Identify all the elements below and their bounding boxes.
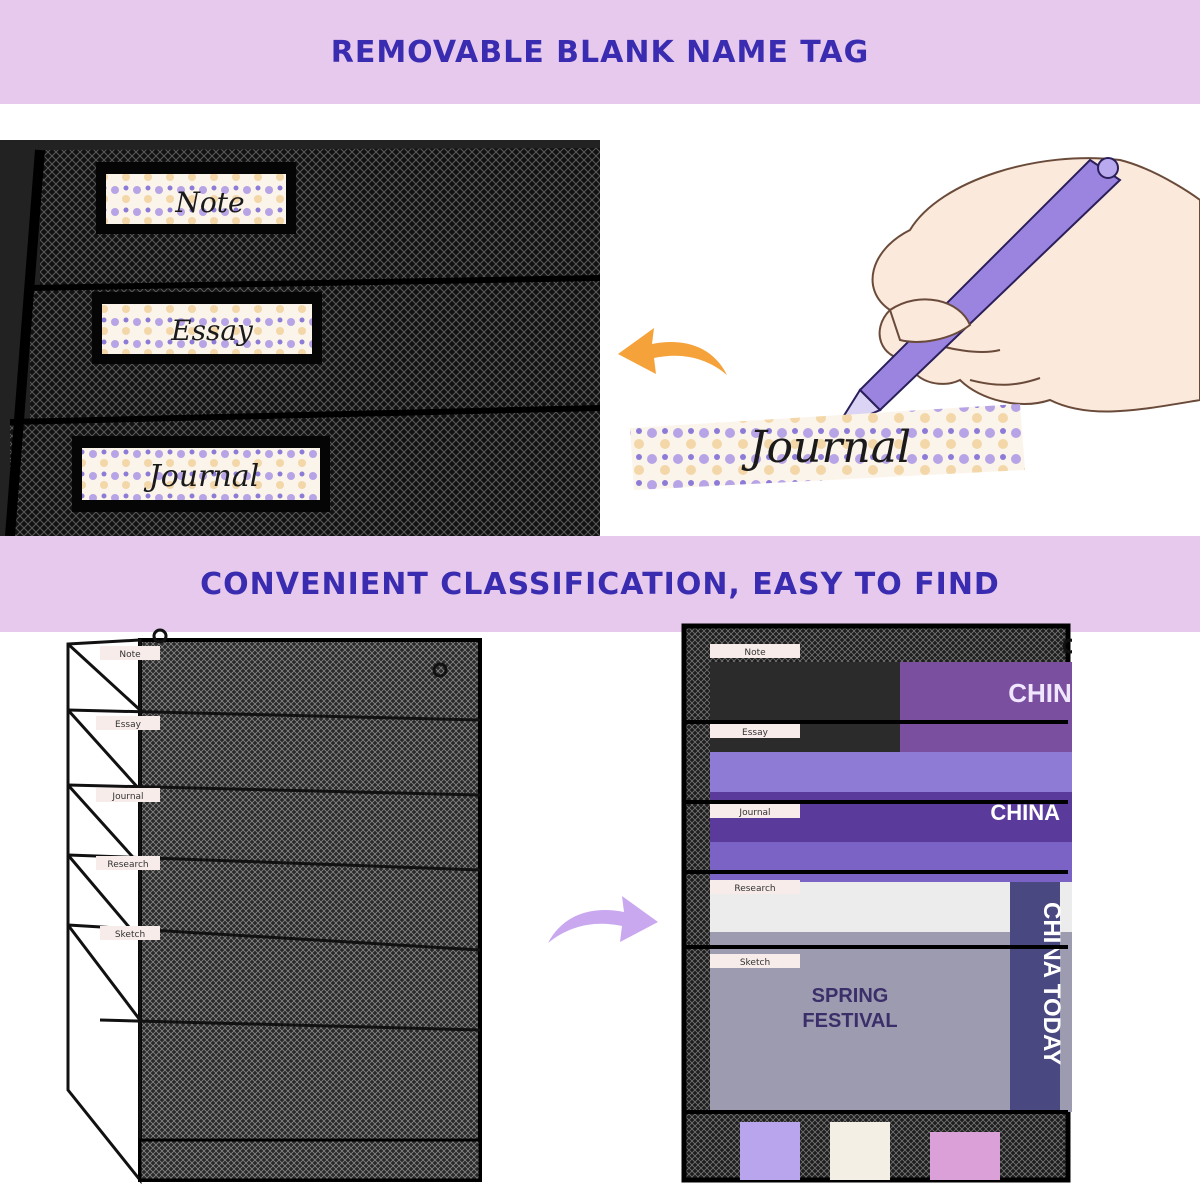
handwritten-journal-tag: Journal xyxy=(630,404,1025,490)
filled-tag-note: Note xyxy=(710,644,800,658)
svg-text:Research: Research xyxy=(107,860,148,870)
middle-banner: CONVENIENT CLASSIFICATION, EASY TO FIND xyxy=(0,536,1200,632)
filled-tag-essay: Essay xyxy=(710,724,800,738)
svg-text:Sketch: Sketch xyxy=(115,930,145,940)
book-cover-word-2: FESTIVAL xyxy=(802,1010,897,1032)
book-cover-word-1: SPRING xyxy=(812,985,889,1007)
filled-tag-sketch: Sketch xyxy=(710,954,800,968)
svg-text:Journal: Journal xyxy=(143,459,260,494)
organizer-tag-research: Research xyxy=(96,856,160,870)
svg-text:Journal: Journal xyxy=(741,422,911,473)
book-spine-2: CHINA xyxy=(990,800,1060,825)
svg-text:Sketch: Sketch xyxy=(740,958,770,968)
top-banner: REMOVABLE BLANK NAME TAG xyxy=(0,0,1200,104)
top-banner-title: REMOVABLE BLANK NAME TAG xyxy=(330,34,870,70)
arrow-left-icon xyxy=(618,328,727,375)
organizer-tag-sketch: Sketch xyxy=(100,926,160,940)
filled-organizer-photo: CHIN CHINA CHINA TODAY SPRING FESTIVAL N… xyxy=(680,622,1072,1184)
svg-text:Essay: Essay xyxy=(115,720,142,730)
arrow-right-icon xyxy=(548,896,658,943)
empty-organizer-photo: Note Essay Journal Research Sketch xyxy=(60,620,490,1190)
closeup-tag-journal: Journal xyxy=(72,436,330,512)
closeup-organizer-photo: Note Essay Journal xyxy=(0,140,600,536)
closeup-tag-note: Note xyxy=(96,162,296,234)
svg-text:Journal: Journal xyxy=(111,792,143,802)
middle-banner-title: CONVENIENT CLASSIFICATION, EASY TO FIND xyxy=(200,566,1000,602)
svg-text:Note: Note xyxy=(174,186,244,219)
svg-text:Note: Note xyxy=(119,650,141,660)
svg-text:Essay: Essay xyxy=(742,728,769,738)
book-spine-3: CHINA TODAY xyxy=(1038,902,1065,1065)
hand-writing-illustration: Journal xyxy=(620,140,1200,536)
filled-tag-research: Research xyxy=(710,880,800,894)
svg-text:Note: Note xyxy=(744,648,766,658)
book-spine-1: CHIN xyxy=(1008,678,1072,708)
svg-text:Essay: Essay xyxy=(170,314,254,347)
organizer-tag-journal: Journal xyxy=(96,788,160,802)
organizer-tag-note: Note xyxy=(100,646,160,660)
svg-text:Journal: Journal xyxy=(738,808,770,818)
svg-text:Research: Research xyxy=(734,884,775,894)
filled-tag-journal: Journal xyxy=(710,804,800,818)
organizer-tag-essay: Essay xyxy=(96,716,160,730)
closeup-tag-essay: Essay xyxy=(92,292,322,364)
